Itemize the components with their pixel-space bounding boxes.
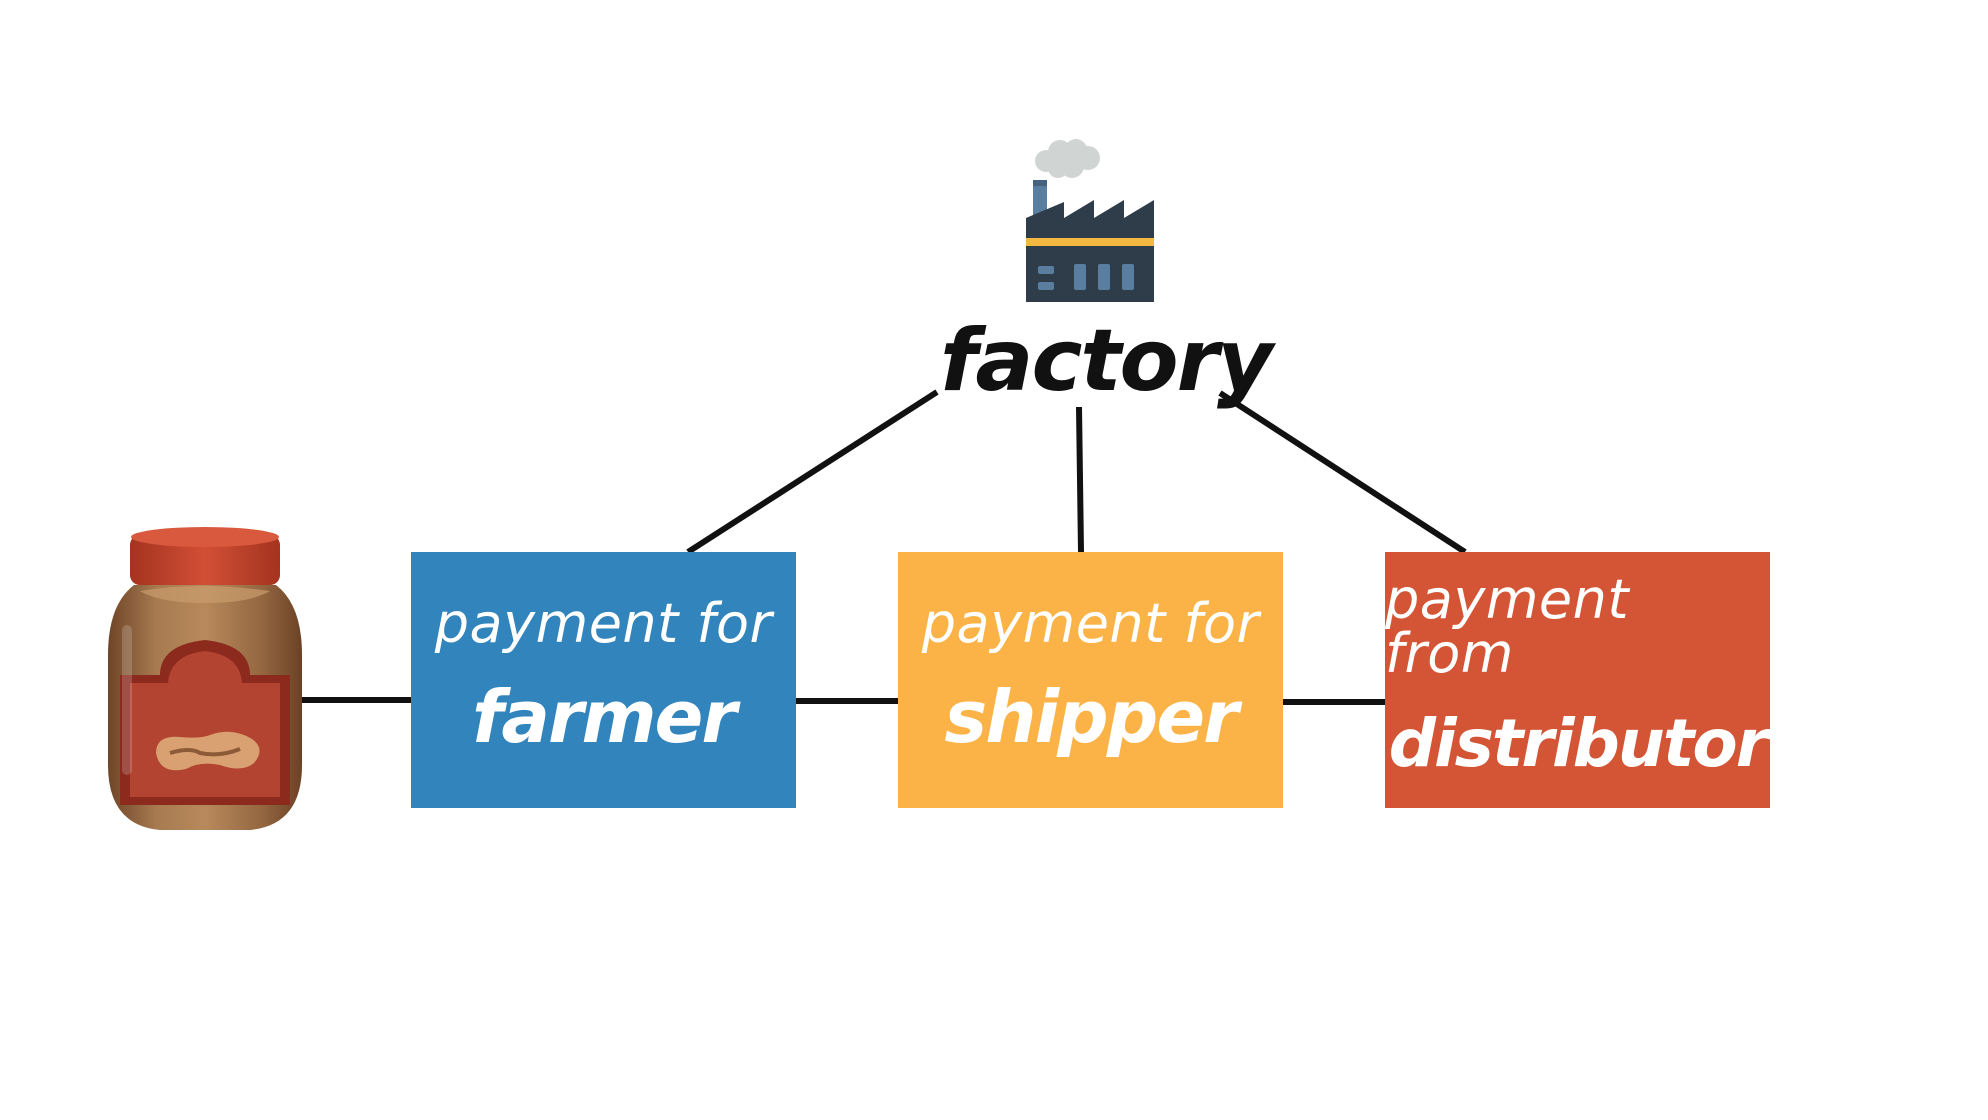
box-title: farmer xyxy=(472,675,737,759)
smoke-icon xyxy=(1035,139,1100,178)
box-subtitle: payment for xyxy=(434,592,773,655)
box-subtitle: payment from xyxy=(1385,568,1630,685)
connector-factory-distributor xyxy=(1218,390,1467,555)
box-title: distributor xyxy=(1388,705,1769,782)
peanut-butter-jar-icon xyxy=(108,527,302,830)
payment-from-distributor-box: payment from distributor xyxy=(1385,552,1770,808)
factory-icon xyxy=(1026,139,1154,302)
box-title: shipper xyxy=(944,675,1238,759)
connector-factory-shipper xyxy=(1076,406,1084,553)
factory-label: factory xyxy=(940,311,1273,411)
payment-for-shipper-box: payment for shipper xyxy=(898,552,1283,808)
payment-for-farmer-box: payment for farmer xyxy=(411,552,796,808)
box-subtitle: payment for xyxy=(921,592,1260,655)
connector-factory-farmer xyxy=(686,389,939,555)
